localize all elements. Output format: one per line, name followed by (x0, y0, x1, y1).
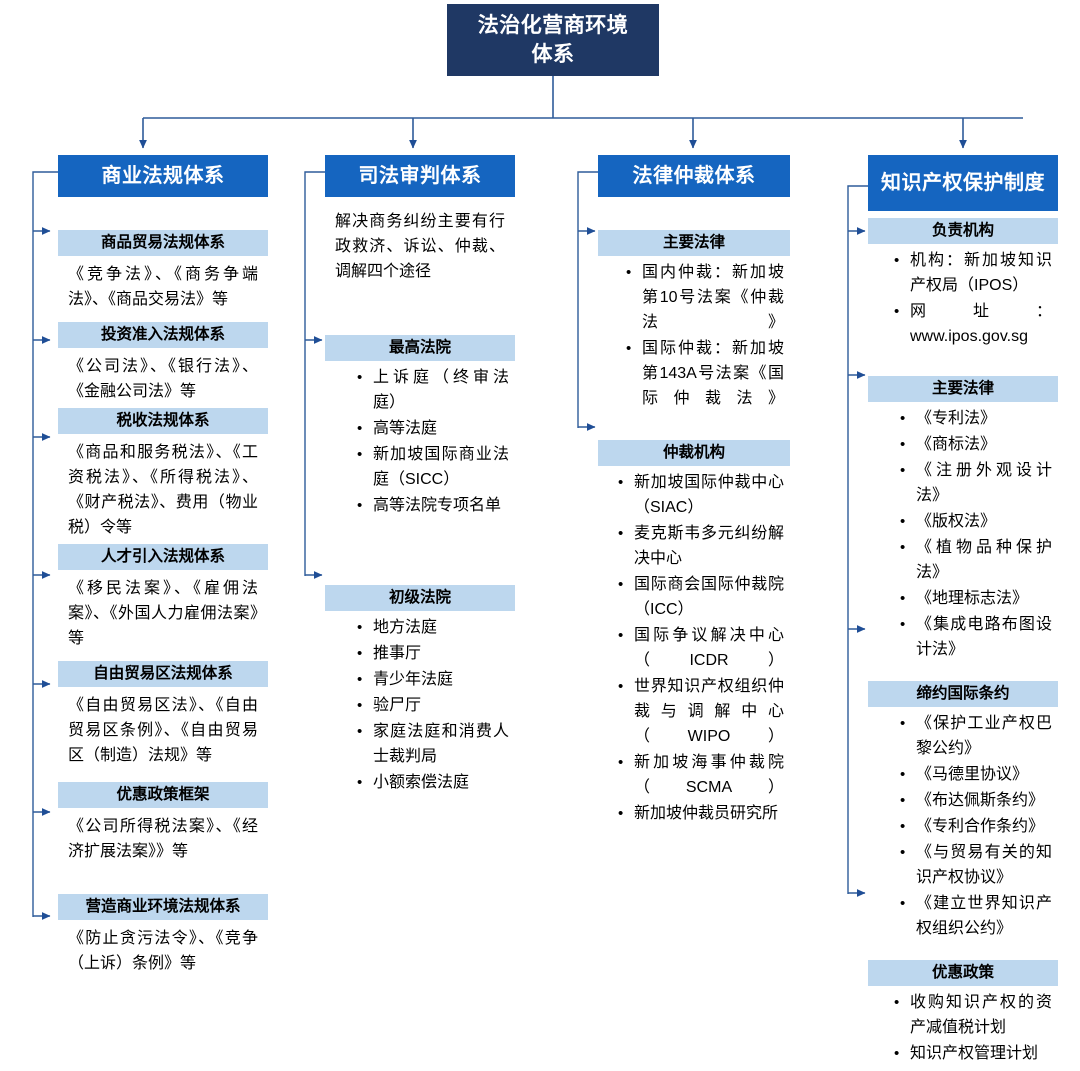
list-item: 《地理标志法》 (900, 586, 1052, 611)
subheader-subordinate-courts[interactable]: 初级法院 (325, 585, 515, 611)
column-header-ip-protection[interactable]: 知识产权保护制度 (868, 155, 1058, 211)
list-main-laws-arbitration: 国内仲裁：新加坡第10号法案《仲裁法》 国际仲裁：新加坡第143A号法案《国际仲… (598, 256, 790, 416)
list-item: 《专利合作条约》 (900, 814, 1052, 839)
list-item: 小额索偿法庭 (357, 770, 509, 795)
list-item: 验尸厅 (357, 693, 509, 718)
list-item: 青少年法庭 (357, 667, 509, 692)
intro-judicial-trial: 解决商务纠纷主要有行政救济、诉讼、仲裁、调解四个途径 (335, 213, 505, 280)
list-responsible-agency: 机构：新加坡知识产权局（IPOS） 网址：www.ipos.gov.sg (868, 244, 1058, 354)
list-item: 国际仲裁：新加坡第143A号法案《国际仲裁法》 (626, 336, 784, 411)
list-item: 国际争议解决中心（ICDR） (618, 623, 784, 673)
list-item: 《马德里协议》 (900, 762, 1052, 787)
column-judicial-trial: 司法审判体系 解决商务纠纷主要有行政救济、诉讼、仲裁、调解四个途径 最高法院 上… (325, 155, 515, 800)
subheader-free-trade-zone[interactable]: 自由贸易区法规体系 (58, 661, 268, 687)
list-item: 新加坡国际仲裁中心（SIAC） (618, 470, 784, 520)
list-item: 《建立世界知识产权组织公约》 (900, 891, 1052, 941)
list-item: 新加坡国际商业法庭（SICC） (357, 442, 509, 492)
subheader-international-treaties[interactable]: 缔约国际条约 (868, 681, 1058, 707)
column-header-legal-arbitration[interactable]: 法律仲裁体系 (598, 155, 790, 197)
list-item: 新加坡仲裁员研究所 (618, 801, 784, 826)
column-body-legal-arbitration: 主要法律 国内仲裁：新加坡第10号法案《仲裁法》 国际仲裁：新加坡第143A号法… (598, 230, 790, 831)
subheader-incentive-framework[interactable]: 优惠政策框架 (58, 782, 268, 808)
subheader-responsible-agency[interactable]: 负责机构 (868, 218, 1058, 244)
list-item: 国内仲裁：新加坡第10号法案《仲裁法》 (626, 260, 784, 335)
text-investment-access: 《公司法》、《银行法》、《金融公司法》等 (68, 358, 258, 400)
list-arbitration-institutions: 新加坡国际仲裁中心（SIAC） 麦克斯韦多元纠纷解决中心 国际商会国际仲裁院（I… (598, 466, 790, 831)
list-item: 推事厅 (357, 641, 509, 666)
subheader-main-laws-arbitration[interactable]: 主要法律 (598, 230, 790, 256)
list-main-laws-ip: 《专利法》 《商标法》 《注册外观设计法》 《版权法》 《植物品种保护法》 《地… (868, 402, 1058, 667)
text-free-trade-zone: 《自由贸易区法》、《自由贸易区条例》、《自由贸易区（制造）法规》等 (68, 697, 258, 764)
list-item: 《与贸易有关的知识产权协议》 (900, 840, 1052, 890)
column-header-commercial-regulation[interactable]: 商业法规体系 (58, 155, 268, 197)
list-item: 《植物品种保护法》 (900, 535, 1052, 585)
list-item: 国际商会国际仲裁院（ICC） (618, 572, 784, 622)
list-international-treaties: 《保护工业产权巴黎公约》 《马德里协议》 《布达佩斯条约》 《专利合作条约》 《… (868, 707, 1058, 946)
list-item: 世界知识产权组织仲裁与调解中心（WIPO） (618, 674, 784, 749)
column-body-ip-protection: 负责机构 机构：新加坡知识产权局（IPOS） 网址：www.ipos.gov.s… (868, 218, 1058, 1071)
subheader-investment-access[interactable]: 投资准入法规体系 (58, 322, 268, 348)
list-item: 高等法院专项名单 (357, 493, 509, 518)
list-item: 知识产权管理计划 (894, 1041, 1052, 1066)
subheader-commodity-trade[interactable]: 商品贸易法规体系 (58, 230, 268, 256)
column-body-judicial-trial: 解决商务纠纷主要有行政救济、诉讼、仲裁、调解四个途径 最高法院 上诉庭（终审法庭… (325, 197, 515, 800)
list-item: 上诉庭（终审法庭） (357, 365, 509, 415)
subheader-main-laws-ip[interactable]: 主要法律 (868, 376, 1058, 402)
list-subordinate-courts: 地方法庭 推事厅 青少年法庭 验尸厅 家庭法庭和消费人士裁判局 小额索偿法庭 (325, 611, 515, 800)
subheader-arbitration-institutions[interactable]: 仲裁机构 (598, 440, 790, 466)
text-talent: 《移民法案》、《雇佣法案》、《外国人力雇佣法案》等 (68, 580, 258, 647)
list-item: 《保护工业产权巴黎公约》 (900, 711, 1052, 761)
list-item: 新加坡海事仲裁院（SCMA） (618, 750, 784, 800)
root-label: 法治化营商环境 体系 (477, 14, 629, 66)
column-legal-arbitration: 法律仲裁体系 主要法律 国内仲裁：新加坡第10号法案《仲裁法》 国际仲裁：新加坡… (598, 155, 790, 831)
list-item: 家庭法庭和消费人士裁判局 (357, 719, 509, 769)
subheader-business-environment[interactable]: 营造商业环境法规体系 (58, 894, 268, 920)
list-item: 《集成电路布图设计法》 (900, 612, 1052, 662)
column-commercial-regulation: 商业法规体系 商品贸易法规体系 《竞争法》、《商务争端法》、《商品交易法》等 投… (58, 155, 268, 980)
list-item: 机构：新加坡知识产权局（IPOS） (894, 248, 1052, 298)
text-business-environment: 《防止贪污法令》、《竞争（上诉）条例》等 (68, 930, 258, 972)
subheader-supreme-court[interactable]: 最高法院 (325, 335, 515, 361)
list-item: 麦克斯韦多元纠纷解决中心 (618, 521, 784, 571)
list-item: 网址：www.ipos.gov.sg (894, 299, 1052, 349)
root-node: 法治化营商环境 体系 (447, 4, 659, 76)
list-item: 收购知识产权的资产减值税计划 (894, 990, 1052, 1040)
list-item: 高等法庭 (357, 416, 509, 441)
subheader-tax[interactable]: 税收法规体系 (58, 408, 268, 434)
text-incentive-framework: 《公司所得税法案》、《经济扩展法案》》等 (68, 818, 258, 860)
text-tax: 《商品和服务税法》、《工资税法》、《所得税法》、《财产税法》、费用（物业税）令等 (68, 444, 258, 536)
diagram-canvas: 法治化营商环境 体系 商业法规体系 商品贸易法规体系 《竞争法》、《商务争端法》… (0, 0, 1080, 1006)
list-item: 地方法庭 (357, 615, 509, 640)
subheader-incentive-policy[interactable]: 优惠政策 (868, 960, 1058, 986)
list-supreme-court: 上诉庭（终审法庭） 高等法庭 新加坡国际商业法庭（SICC） 高等法院专项名单 (325, 361, 515, 523)
list-incentive-policy: 收购知识产权的资产减值税计划 知识产权管理计划 (868, 986, 1058, 1071)
list-item: 《商标法》 (900, 432, 1052, 457)
column-header-judicial-trial[interactable]: 司法审判体系 (325, 155, 515, 197)
text-commodity-trade: 《竞争法》、《商务争端法》、《商品交易法》等 (68, 266, 258, 308)
list-item: 《专利法》 (900, 406, 1052, 431)
list-item: 《布达佩斯条约》 (900, 788, 1052, 813)
column-body-commercial-regulation: 商品贸易法规体系 《竞争法》、《商务争端法》、《商品交易法》等 投资准入法规体系… (58, 230, 268, 980)
list-item: 《版权法》 (900, 509, 1052, 534)
list-item: 《注册外观设计法》 (900, 458, 1052, 508)
subheader-talent[interactable]: 人才引入法规体系 (58, 544, 268, 570)
column-ip-protection: 知识产权保护制度 负责机构 机构：新加坡知识产权局（IPOS） 网址：www.i… (868, 155, 1058, 1071)
